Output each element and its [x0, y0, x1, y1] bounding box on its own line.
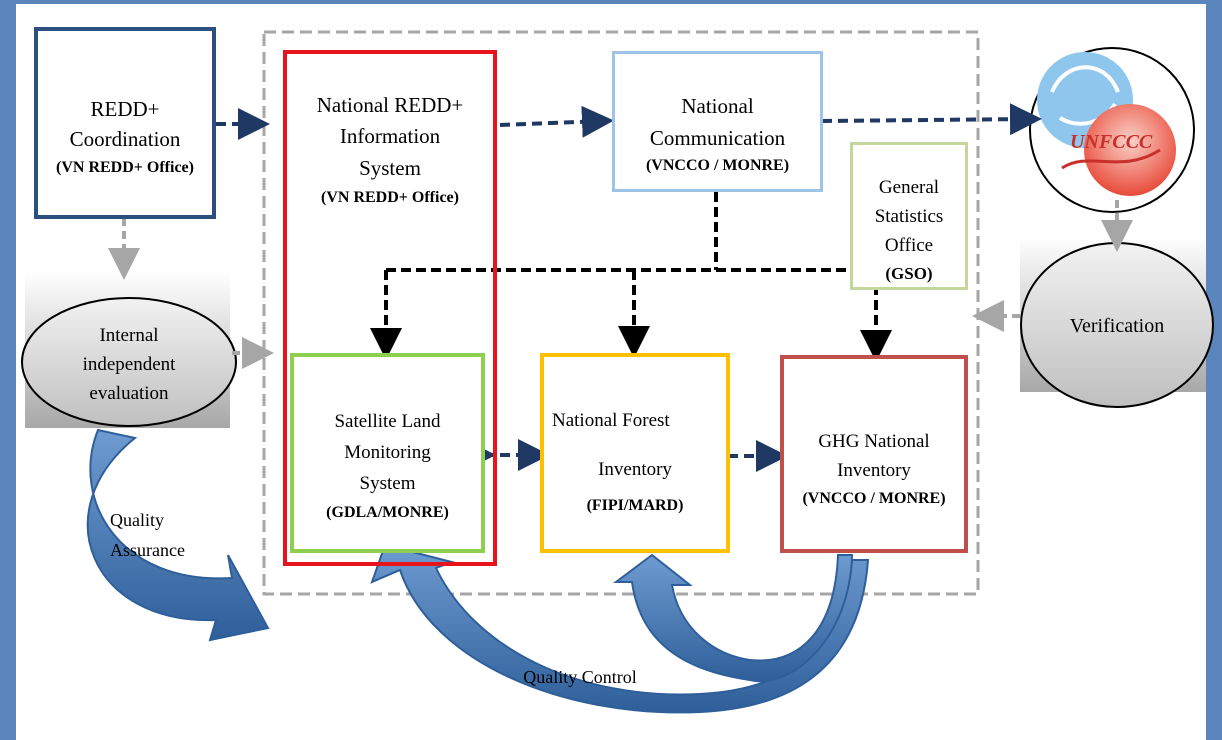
communication-title-1: National: [681, 94, 754, 118]
communication-title-2: Communication: [649, 126, 786, 150]
evaluation-label-1: Internal: [99, 325, 159, 346]
satellite-title-2: Monitoring: [344, 442, 431, 463]
redd-coordination-title-2: Coordination: [69, 127, 181, 151]
quality-assurance-label-2: Assurance: [110, 540, 185, 560]
internal-evaluation-node: [21, 297, 237, 427]
ghg-national-inventory-box: [780, 355, 968, 553]
gso-title-2: Statistics: [874, 206, 944, 227]
verification-label: Verification: [1069, 315, 1165, 337]
redd-coordination-box: [34, 27, 216, 219]
gso-org: (GSO): [885, 264, 933, 283]
gso-title-3: Office: [884, 235, 934, 256]
ghg-org: (VNCCO / MONRE): [802, 490, 946, 507]
forest-inventory-org: (FIPI/MARD): [586, 497, 684, 514]
arrow-info-to-communication: [499, 105, 614, 138]
satellite-title-1: Satellite Land: [334, 411, 441, 432]
gray-arrows: [108, 200, 1133, 369]
ghg-title-1: GHG National: [818, 431, 930, 452]
evaluation-label-2: independent: [82, 354, 176, 375]
ghg-title-2: Inventory: [837, 460, 911, 481]
forest-inventory-title-1: National Forest: [552, 410, 670, 431]
satellite-land-monitoring-box: [290, 353, 485, 553]
satellite-org: (GDLA/MONRE): [326, 504, 449, 521]
satellite-title-3: System: [359, 473, 416, 494]
unfccc-logo-text: UNFCCC: [1070, 131, 1153, 153]
quality-control-label: Quality Control: [523, 667, 637, 687]
redd-coordination-org: (VN REDD+ Office): [56, 159, 194, 176]
quality-control-arrow-right: [613, 553, 854, 683]
national-forest-inventory-box: [540, 353, 730, 553]
unfccc-logo: [1029, 47, 1195, 213]
gso-box: [850, 142, 968, 290]
info-system-org: (VN REDD+ Office): [321, 189, 459, 206]
evaluation-label-3: evaluation: [89, 383, 169, 404]
redd-coordination-title-1: REDD+: [90, 97, 160, 121]
black-arrows: [370, 192, 892, 362]
national-redd-info-system-box: [283, 50, 497, 566]
forest-inventory-title-2: Inventory: [598, 459, 672, 480]
quality-assurance-label-1: Quality: [110, 510, 164, 530]
quality-assurance-arrow: [86, 428, 270, 642]
info-system-title-2: Information: [339, 124, 441, 148]
communication-org: (VNCCO / MONRE): [645, 157, 790, 174]
arrow-communication-to-unfccc: [821, 103, 1042, 136]
national-communication-box: [612, 51, 823, 192]
info-system-title-1: National REDD+: [316, 93, 464, 117]
gso-title-1: General: [878, 177, 940, 198]
info-system-title-3: System: [359, 156, 421, 180]
